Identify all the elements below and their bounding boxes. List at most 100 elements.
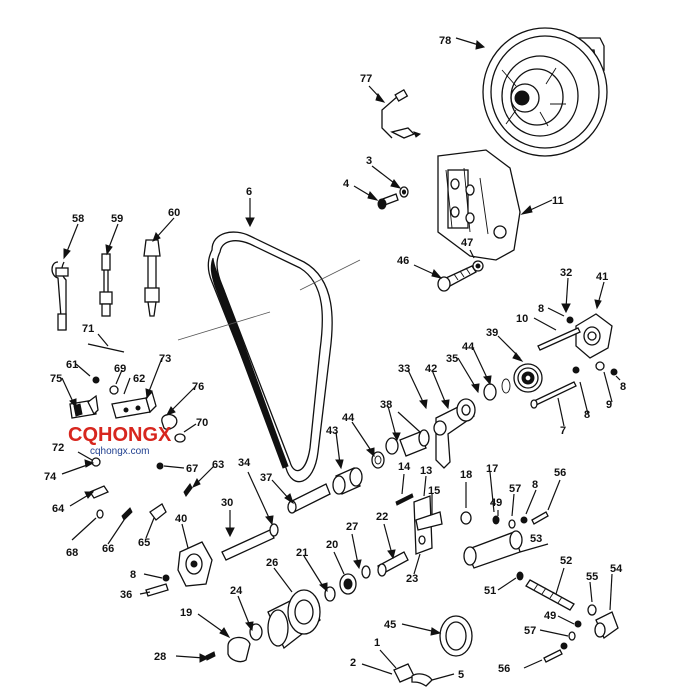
callout-42: 42 <box>425 363 437 375</box>
part-74-cap <box>91 457 101 467</box>
part-14-bolt <box>395 493 414 506</box>
callout-44b: 44 <box>342 412 355 424</box>
callout-21: 21 <box>296 547 308 559</box>
part-8-nut-a <box>566 316 574 324</box>
part-8-nut-b <box>572 366 580 374</box>
callout-71: 71 <box>82 323 94 335</box>
callout-15: 15 <box>428 485 440 497</box>
part-8-nut-d <box>520 516 528 524</box>
part-62-73-bracket <box>111 390 157 419</box>
part-8-nut-c <box>610 368 618 376</box>
callout-70: 70 <box>196 417 208 429</box>
part-39-spring <box>513 363 543 393</box>
callout-20: 20 <box>326 539 338 551</box>
part-76-clip <box>161 413 178 430</box>
callout-75: 75 <box>50 373 62 385</box>
callout-55: 55 <box>586 571 598 583</box>
callout-38: 38 <box>380 399 392 411</box>
part-35-ring <box>501 378 511 394</box>
callout-69: 69 <box>114 363 126 375</box>
callout-64: 64 <box>52 503 65 515</box>
part-61-nut <box>92 376 100 384</box>
callout-65: 65 <box>138 537 150 549</box>
callout-39: 39 <box>486 327 498 339</box>
callout-44a: 44 <box>462 341 475 353</box>
callout-41: 41 <box>596 271 608 283</box>
part-37-shaft <box>287 483 331 514</box>
callout-68: 68 <box>66 547 78 559</box>
part-40-housing <box>177 541 213 587</box>
callout-30: 30 <box>221 497 233 509</box>
part-18-bushing <box>460 511 472 525</box>
part-1-2-5-clip <box>393 663 433 687</box>
callout-24: 24 <box>230 585 243 597</box>
part-69-washer <box>109 385 119 395</box>
callout-45: 45 <box>384 619 396 631</box>
callout-74: 74 <box>44 471 57 483</box>
callout-1: 1 <box>374 637 380 649</box>
callout-57b: 57 <box>524 625 536 637</box>
callout-19: 19 <box>180 607 192 619</box>
part-49-washer-b <box>574 620 582 628</box>
callout-72: 72 <box>52 442 64 454</box>
callout-78: 78 <box>439 35 451 47</box>
part-38-bushings <box>385 429 430 457</box>
callout-66: 66 <box>102 543 114 555</box>
part-9-washer <box>595 361 605 371</box>
callout-56b: 56 <box>498 663 510 675</box>
callout-28: 28 <box>154 651 166 663</box>
callout-49b: 49 <box>544 610 556 622</box>
part-44-seal-left <box>371 451 385 469</box>
part-59-hose <box>99 253 113 317</box>
part-11-bracket <box>437 149 521 261</box>
part-56-bolt-b <box>543 649 563 663</box>
part-47-nut <box>472 260 484 272</box>
belt-centerline <box>177 259 361 341</box>
callout-67: 67 <box>186 463 198 475</box>
callout-2: 2 <box>350 657 356 669</box>
part-44-seal-right <box>483 383 497 401</box>
callout-18: 18 <box>460 469 472 481</box>
callout-60: 60 <box>168 207 180 219</box>
part-51-nut <box>516 571 524 581</box>
part-10-screw <box>537 327 581 351</box>
callout-73: 73 <box>159 353 171 365</box>
callout-61: 61 <box>66 359 78 371</box>
callout-5: 5 <box>458 669 464 681</box>
callout-6: 6 <box>246 186 252 198</box>
part-60-hose <box>143 239 161 317</box>
part-41-mount <box>575 313 613 359</box>
callout-8b: 8 <box>620 381 626 393</box>
part-57-nut-a <box>508 519 516 529</box>
callout-76: 76 <box>192 381 204 393</box>
leader-lines <box>61 37 621 681</box>
watermark-brand: CQHONGX <box>68 424 172 446</box>
part-57-nut-b <box>568 631 576 641</box>
callout-52: 52 <box>560 555 572 567</box>
part-64-fitting <box>89 485 109 499</box>
callout-8a: 8 <box>538 303 544 315</box>
callout-11: 11 <box>552 195 564 207</box>
callout-59: 59 <box>111 213 123 225</box>
part-66-screw <box>121 507 133 521</box>
part-8-nut-e <box>162 574 170 582</box>
part-46-bolt <box>437 265 477 292</box>
part-54-knob <box>594 611 619 639</box>
callout-22: 22 <box>376 511 388 523</box>
callout-7: 7 <box>560 425 566 437</box>
part-4-bolt <box>377 193 399 210</box>
part-22-pin <box>377 551 409 577</box>
callout-57a: 57 <box>509 483 521 495</box>
part-6-belt <box>207 231 333 483</box>
part-13-15-bracket <box>413 495 443 555</box>
part-30-shaft <box>221 529 275 561</box>
callout-13: 13 <box>420 465 432 477</box>
callout-23: 23 <box>406 573 418 585</box>
part-45-seal-ring <box>439 615 473 657</box>
callout-49a: 49 <box>490 497 502 509</box>
callout-77: 77 <box>360 73 372 85</box>
callout-9: 9 <box>606 399 612 411</box>
callout-56a: 56 <box>554 467 566 479</box>
